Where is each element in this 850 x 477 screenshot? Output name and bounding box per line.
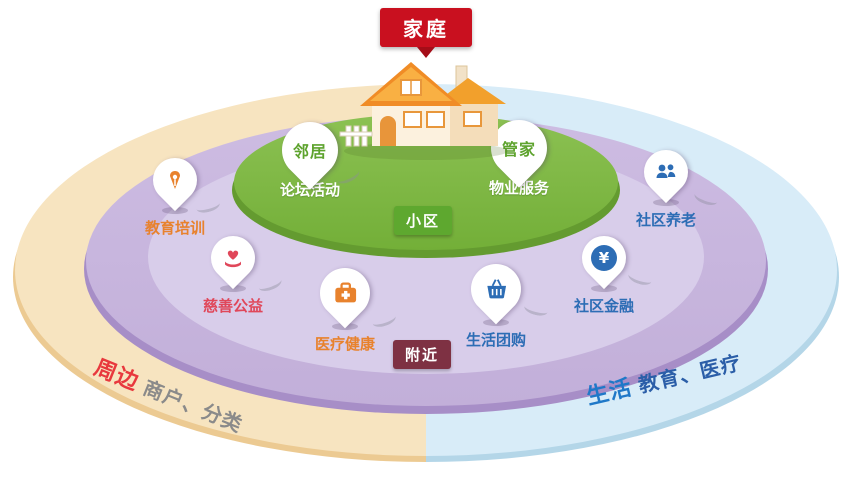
pin-group-buy-label: 生活团购 (465, 331, 526, 349)
yuan-icon: ¥ (591, 245, 617, 271)
pin-charity-label: 慈善公益 (202, 297, 263, 315)
pen-icon (163, 168, 187, 192)
pin-elderly-care: 社区养老 (621, 140, 711, 230)
medkit-icon (332, 280, 359, 307)
pin-finance: ¥ 社区金融 (559, 226, 649, 316)
community-tag: 小区 (394, 206, 453, 235)
pin-education: 教育培训 (130, 148, 220, 238)
pin-neighbor: 邻居 论坛活动 (265, 110, 355, 200)
pin-butler: 管家 物业服务 (474, 108, 564, 198)
pin-elderly-care-label: 社区养老 (635, 211, 696, 229)
pin-group-buy: 生活团购 (451, 253, 541, 350)
map-pin (634, 140, 698, 204)
basket-icon (483, 276, 510, 303)
people-icon (653, 159, 679, 185)
map-pin (143, 148, 207, 212)
neighbor-sub-label: 论坛活动 (279, 181, 340, 199)
family-banner-label: 家庭 (380, 8, 472, 47)
yuan-symbol: ¥ (598, 249, 610, 267)
pin-finance-label: 社区金融 (573, 297, 634, 315)
pin-medical-label: 医疗健康 (314, 335, 375, 353)
pin-education-label: 教育培训 (144, 219, 205, 237)
banner-pointer (417, 47, 435, 58)
map-pin (309, 257, 381, 329)
map-pin (460, 253, 532, 325)
map-pin: ¥ (572, 226, 636, 290)
pin-medical: 医疗健康 (300, 257, 390, 354)
house-illustration (338, 50, 513, 166)
family-banner: 家庭 (380, 8, 472, 58)
nearby-tag: 附近 (393, 340, 452, 369)
map-pin (201, 226, 265, 290)
pin-charity: 慈善公益 (188, 226, 278, 316)
butler-sub-label: 物业服务 (488, 179, 549, 197)
heart-hands-icon (220, 245, 246, 271)
pin-neighbor-label: 邻居 (292, 142, 328, 162)
